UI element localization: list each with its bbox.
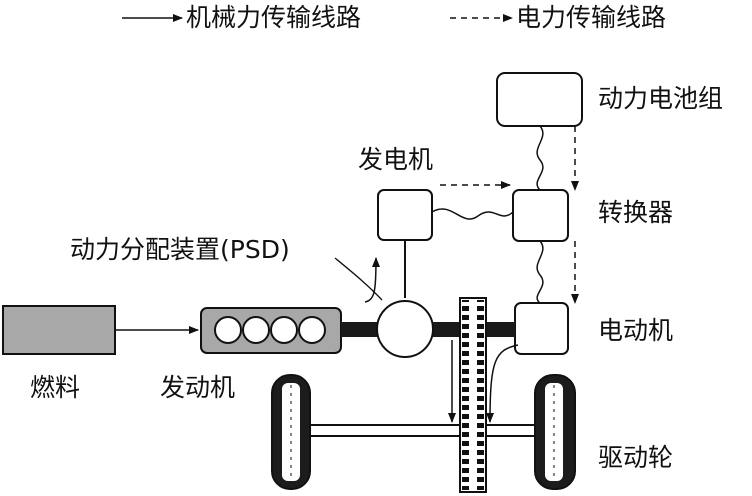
- motor-to-axle-arrow: [486, 344, 519, 423]
- engine-psd-shaft: [341, 322, 379, 337]
- engine-cylinder-3: [270, 316, 298, 344]
- battery-label: 动力电池组: [598, 84, 724, 113]
- legend-electrical-label: 电力传输线路: [516, 3, 667, 32]
- psd-circle: [376, 300, 434, 358]
- converter-label: 转换器: [598, 198, 674, 227]
- generator-box: [377, 189, 433, 241]
- motor-box: [514, 302, 569, 355]
- engine-cylinder-4: [298, 316, 326, 344]
- drive-gear-teeth-right: [477, 300, 484, 490]
- converter-motor-wire: [536, 240, 544, 304]
- motor-label: 电动机: [598, 316, 674, 345]
- battery-box: [496, 72, 583, 127]
- legend-mechanical-label: 机械力传输线路: [186, 3, 362, 32]
- drive-axle: [309, 424, 541, 437]
- fuel-box: [2, 305, 116, 355]
- engine-cylinder-2: [242, 316, 270, 344]
- drive-gear-teeth-left: [462, 300, 469, 490]
- engine-cylinder-1: [214, 316, 242, 344]
- fuel-label: 燃料: [30, 373, 81, 402]
- right-wheel-hub: [545, 383, 563, 481]
- psd-to-generator-arrow: [364, 257, 380, 303]
- psd-label: 动力分配装置(PSD): [70, 235, 290, 264]
- drive-wheels-label: 驱动轮: [598, 443, 674, 472]
- converter-box: [512, 189, 569, 242]
- generator-label: 发电机: [358, 145, 434, 174]
- battery-converter-wire: [536, 125, 544, 191]
- generator-converter-wire: [431, 208, 514, 220]
- psd-leader-line: [334, 257, 383, 301]
- engine-label: 发动机: [160, 373, 236, 402]
- left-wheel-hub: [282, 383, 300, 481]
